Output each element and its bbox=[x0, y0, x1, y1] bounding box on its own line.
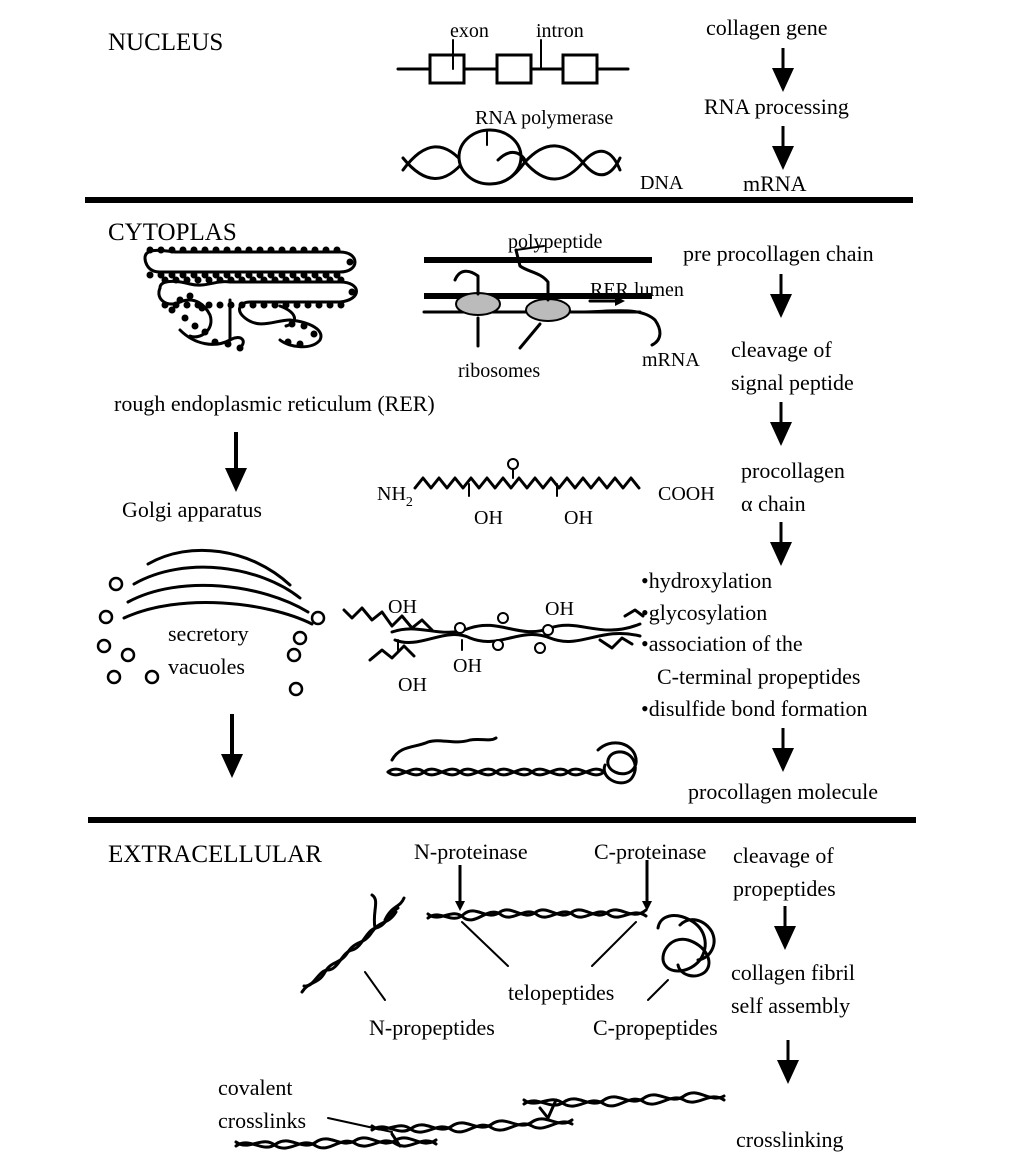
nucleus-section-title: NUCLEUS bbox=[108, 29, 223, 56]
oh-label-2: OH bbox=[564, 507, 593, 529]
step-pre-procollagen: pre procollagen chain bbox=[683, 241, 874, 266]
step-modification-2: •glycosylation bbox=[641, 600, 767, 625]
intron-label: intron bbox=[536, 20, 584, 42]
step-cleavage-propeptides-1: cleavage of bbox=[733, 843, 834, 868]
step-procollagen-alpha-2: α chain bbox=[741, 491, 806, 516]
step-cleavage-signal-1: cleavage of bbox=[731, 337, 832, 362]
c-propeptide-leader bbox=[648, 980, 668, 1000]
step-crosslinking: crosslinking bbox=[736, 1127, 844, 1152]
step-mrna: mRNA bbox=[743, 171, 807, 196]
procollagen-chain-graphic bbox=[415, 459, 639, 496]
n-propeptide-graphic bbox=[302, 895, 404, 992]
telopeptide-leader-right bbox=[592, 922, 636, 966]
golgi-label: Golgi apparatus bbox=[122, 497, 262, 522]
rna-polymerase-label: RNA polymerase bbox=[475, 107, 613, 129]
cytoplasm-mrna-label: mRNA bbox=[642, 349, 700, 371]
crosslinked-fibrils-graphic bbox=[236, 1093, 724, 1148]
step-fibril-2: self assembly bbox=[731, 993, 850, 1018]
c-proteinase-label: C-proteinase bbox=[594, 839, 706, 864]
crosslinks-leader bbox=[328, 1118, 392, 1132]
polypeptide-label: polypeptide bbox=[508, 231, 603, 253]
rna-polymerase-circle bbox=[459, 130, 521, 184]
telopeptides-label: telopeptides bbox=[508, 980, 614, 1005]
extracellular-section-title: EXTRACELLULAR bbox=[108, 841, 322, 868]
step-rna-processing: RNA processing bbox=[704, 94, 849, 119]
collagen-molecule-graphic bbox=[428, 910, 646, 920]
step-modification-5: •disulfide bond formation bbox=[641, 696, 867, 721]
step-fibril-1: collagen fibril bbox=[731, 960, 855, 985]
golgi-stack-graphic bbox=[124, 550, 312, 624]
covalent-label-line2: crosslinks bbox=[218, 1108, 306, 1133]
dna-label: DNA bbox=[640, 172, 684, 194]
c-propeptide-graphic bbox=[658, 916, 714, 976]
oh-label-5: OH bbox=[453, 655, 482, 677]
step-modification-1: •hydroxylation bbox=[641, 568, 772, 593]
oh-label-3: OH bbox=[388, 596, 417, 618]
rer-ribosome-dots bbox=[147, 247, 356, 352]
step-cleavage-signal-2: signal peptide bbox=[731, 370, 854, 395]
telopeptide-leader-left bbox=[462, 922, 508, 966]
step-procollagen-alpha-1: procollagen bbox=[741, 458, 845, 483]
n-propeptides-label: N-propeptides bbox=[369, 1015, 495, 1040]
oh-label-6: OH bbox=[398, 674, 427, 696]
rer-label: rough endoplasmic reticulum (RER) bbox=[114, 391, 435, 416]
oh-label-4: OH bbox=[545, 598, 574, 620]
n-proteinase-label: N-proteinase bbox=[414, 839, 528, 864]
cytoplasm-section-title: CYTOPLAS bbox=[108, 219, 237, 246]
secretory-label-line2: vacuoles bbox=[168, 654, 245, 679]
covalent-label-line1: covalent bbox=[218, 1075, 293, 1100]
step-procollagen-molecule: procollagen molecule bbox=[688, 779, 878, 804]
c-propeptides-label: C-propeptides bbox=[593, 1015, 718, 1040]
oh-label-1: OH bbox=[474, 507, 503, 529]
ribosomes-label: ribosomes bbox=[458, 360, 540, 382]
cooh-label: COOH bbox=[658, 483, 715, 505]
exon-label: exon bbox=[450, 20, 489, 42]
collagen-gene-graphic bbox=[398, 40, 628, 83]
rer-lumen-label: RER lumen bbox=[590, 279, 684, 301]
secretory-label-line1: secretory bbox=[168, 621, 249, 646]
nh2-label: NH2 bbox=[377, 483, 413, 510]
step-modification-3: •association of the bbox=[641, 631, 803, 656]
step-collagen-gene: collagen gene bbox=[706, 15, 828, 40]
step-cleavage-propeptides-2: propeptides bbox=[733, 876, 836, 901]
procollagen-molecule-graphic bbox=[388, 738, 636, 783]
step-modification-4: C-terminal propeptides bbox=[657, 664, 860, 689]
n-propeptide-leader bbox=[365, 972, 385, 1000]
